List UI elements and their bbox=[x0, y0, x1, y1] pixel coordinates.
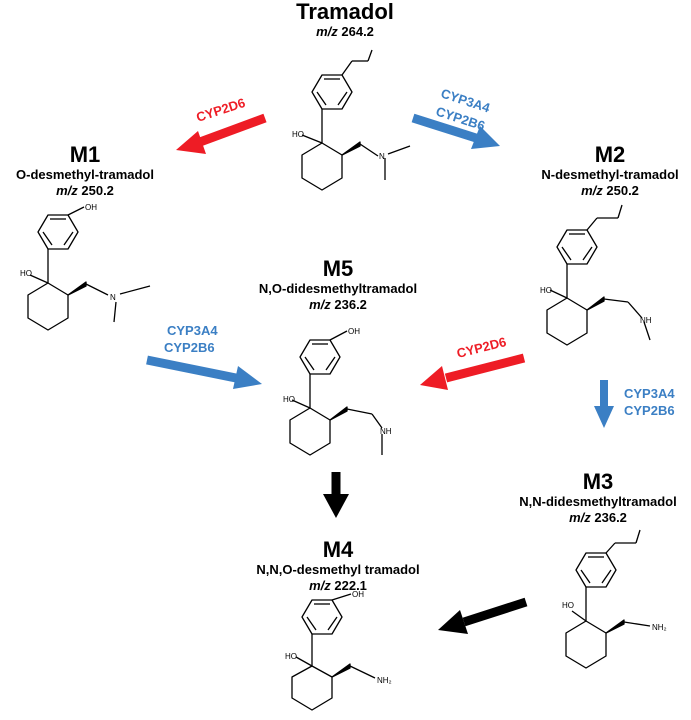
oh-text: OH bbox=[348, 327, 360, 336]
nh-text: NH bbox=[380, 427, 392, 436]
tramadol-label: Tramadol m/z 264.2 bbox=[270, 0, 420, 40]
arrow-tramadol-to-m2 bbox=[411, 113, 500, 149]
enzyme-cyp2d6-2: CYP2D6 bbox=[455, 334, 508, 361]
m2-structure: HO NH bbox=[540, 204, 652, 346]
m4-desc: N,N,O-desmethyl tramadol bbox=[256, 562, 420, 577]
nh-text: NH bbox=[640, 316, 652, 325]
tramadol-structure: HO N bbox=[292, 49, 411, 191]
arrow-m3-to-m4 bbox=[438, 597, 528, 634]
m4-label: M4 N,N,O-desmethyl tramadol m/z 222.1 bbox=[238, 538, 438, 594]
m3-desc: N,N-didesmethyltramadol bbox=[519, 494, 677, 509]
m1-label: M1 O-desmethyl-tramadol m/z 250.2 bbox=[0, 143, 170, 199]
tramadol-mz: m/z 264.2 bbox=[316, 24, 374, 39]
m1-mz: m/z 250.2 bbox=[56, 183, 114, 198]
m4-mz: m/z 222.1 bbox=[309, 578, 367, 593]
enzyme-cyp2b6-2: CYP2B6 bbox=[164, 340, 215, 355]
m2-name: M2 bbox=[594, 142, 626, 167]
m4-name: M4 bbox=[322, 537, 354, 562]
m3-label: M3 N,N-didesmethyltramadol m/z 236.2 bbox=[506, 470, 690, 526]
m4-structure: OH HO NH₂ bbox=[285, 590, 392, 711]
m1-structure: OH HO N bbox=[20, 203, 151, 331]
oh-text: OH bbox=[352, 590, 364, 599]
nh2-text: NH₂ bbox=[377, 676, 392, 685]
m3-structure: HO NH₂ bbox=[562, 529, 667, 669]
ho-text: HO bbox=[285, 652, 297, 661]
ho-text: HO bbox=[292, 130, 304, 139]
m5-desc: N,O-didesmethyltramadol bbox=[258, 281, 418, 296]
oh-text: OH bbox=[85, 203, 97, 212]
enzyme-cyp3a4-3: CYP3A4 bbox=[624, 386, 675, 401]
n-text: N bbox=[379, 152, 385, 161]
m5-name: M5 bbox=[322, 256, 354, 281]
arrow-m5-to-m4 bbox=[323, 472, 349, 518]
arrow-tramadol-to-m1 bbox=[176, 113, 267, 154]
m5-label: M5 N,O-didesmethyltramadol m/z 236.2 bbox=[238, 257, 438, 313]
m5-mz: m/z 236.2 bbox=[309, 297, 367, 312]
m3-mz: m/z 236.2 bbox=[569, 510, 627, 525]
arrow-m1-to-m5 bbox=[146, 355, 262, 389]
m3-name: M3 bbox=[582, 469, 614, 494]
m2-mz: m/z 250.2 bbox=[581, 183, 639, 198]
ho-text: HO bbox=[540, 286, 552, 295]
m1-desc: O-desmethyl-tramadol bbox=[16, 167, 154, 182]
enzyme-cyp2b6-3: CYP2B6 bbox=[624, 403, 675, 418]
n-text: N bbox=[110, 293, 116, 302]
m2-label: M2 N-desmethyl-tramadol m/z 250.2 bbox=[530, 143, 690, 199]
nh2-text: NH₂ bbox=[652, 623, 667, 632]
m1-name: M1 bbox=[69, 142, 101, 167]
enzyme-cyp2d6-1: CYP2D6 bbox=[194, 95, 247, 125]
tramadol-name: Tramadol bbox=[296, 0, 394, 24]
m2-desc: N-desmethyl-tramadol bbox=[541, 167, 679, 182]
m5-structure: OH HO NH bbox=[283, 327, 392, 456]
ho-text: HO bbox=[283, 395, 295, 404]
arrow-m2-to-m3 bbox=[594, 380, 614, 428]
enzyme-cyp3a4-2: CYP3A4 bbox=[167, 323, 218, 338]
ho-text: HO bbox=[562, 601, 574, 610]
ho-text: HO bbox=[20, 269, 32, 278]
arrow-m2-to-m5 bbox=[420, 353, 526, 390]
